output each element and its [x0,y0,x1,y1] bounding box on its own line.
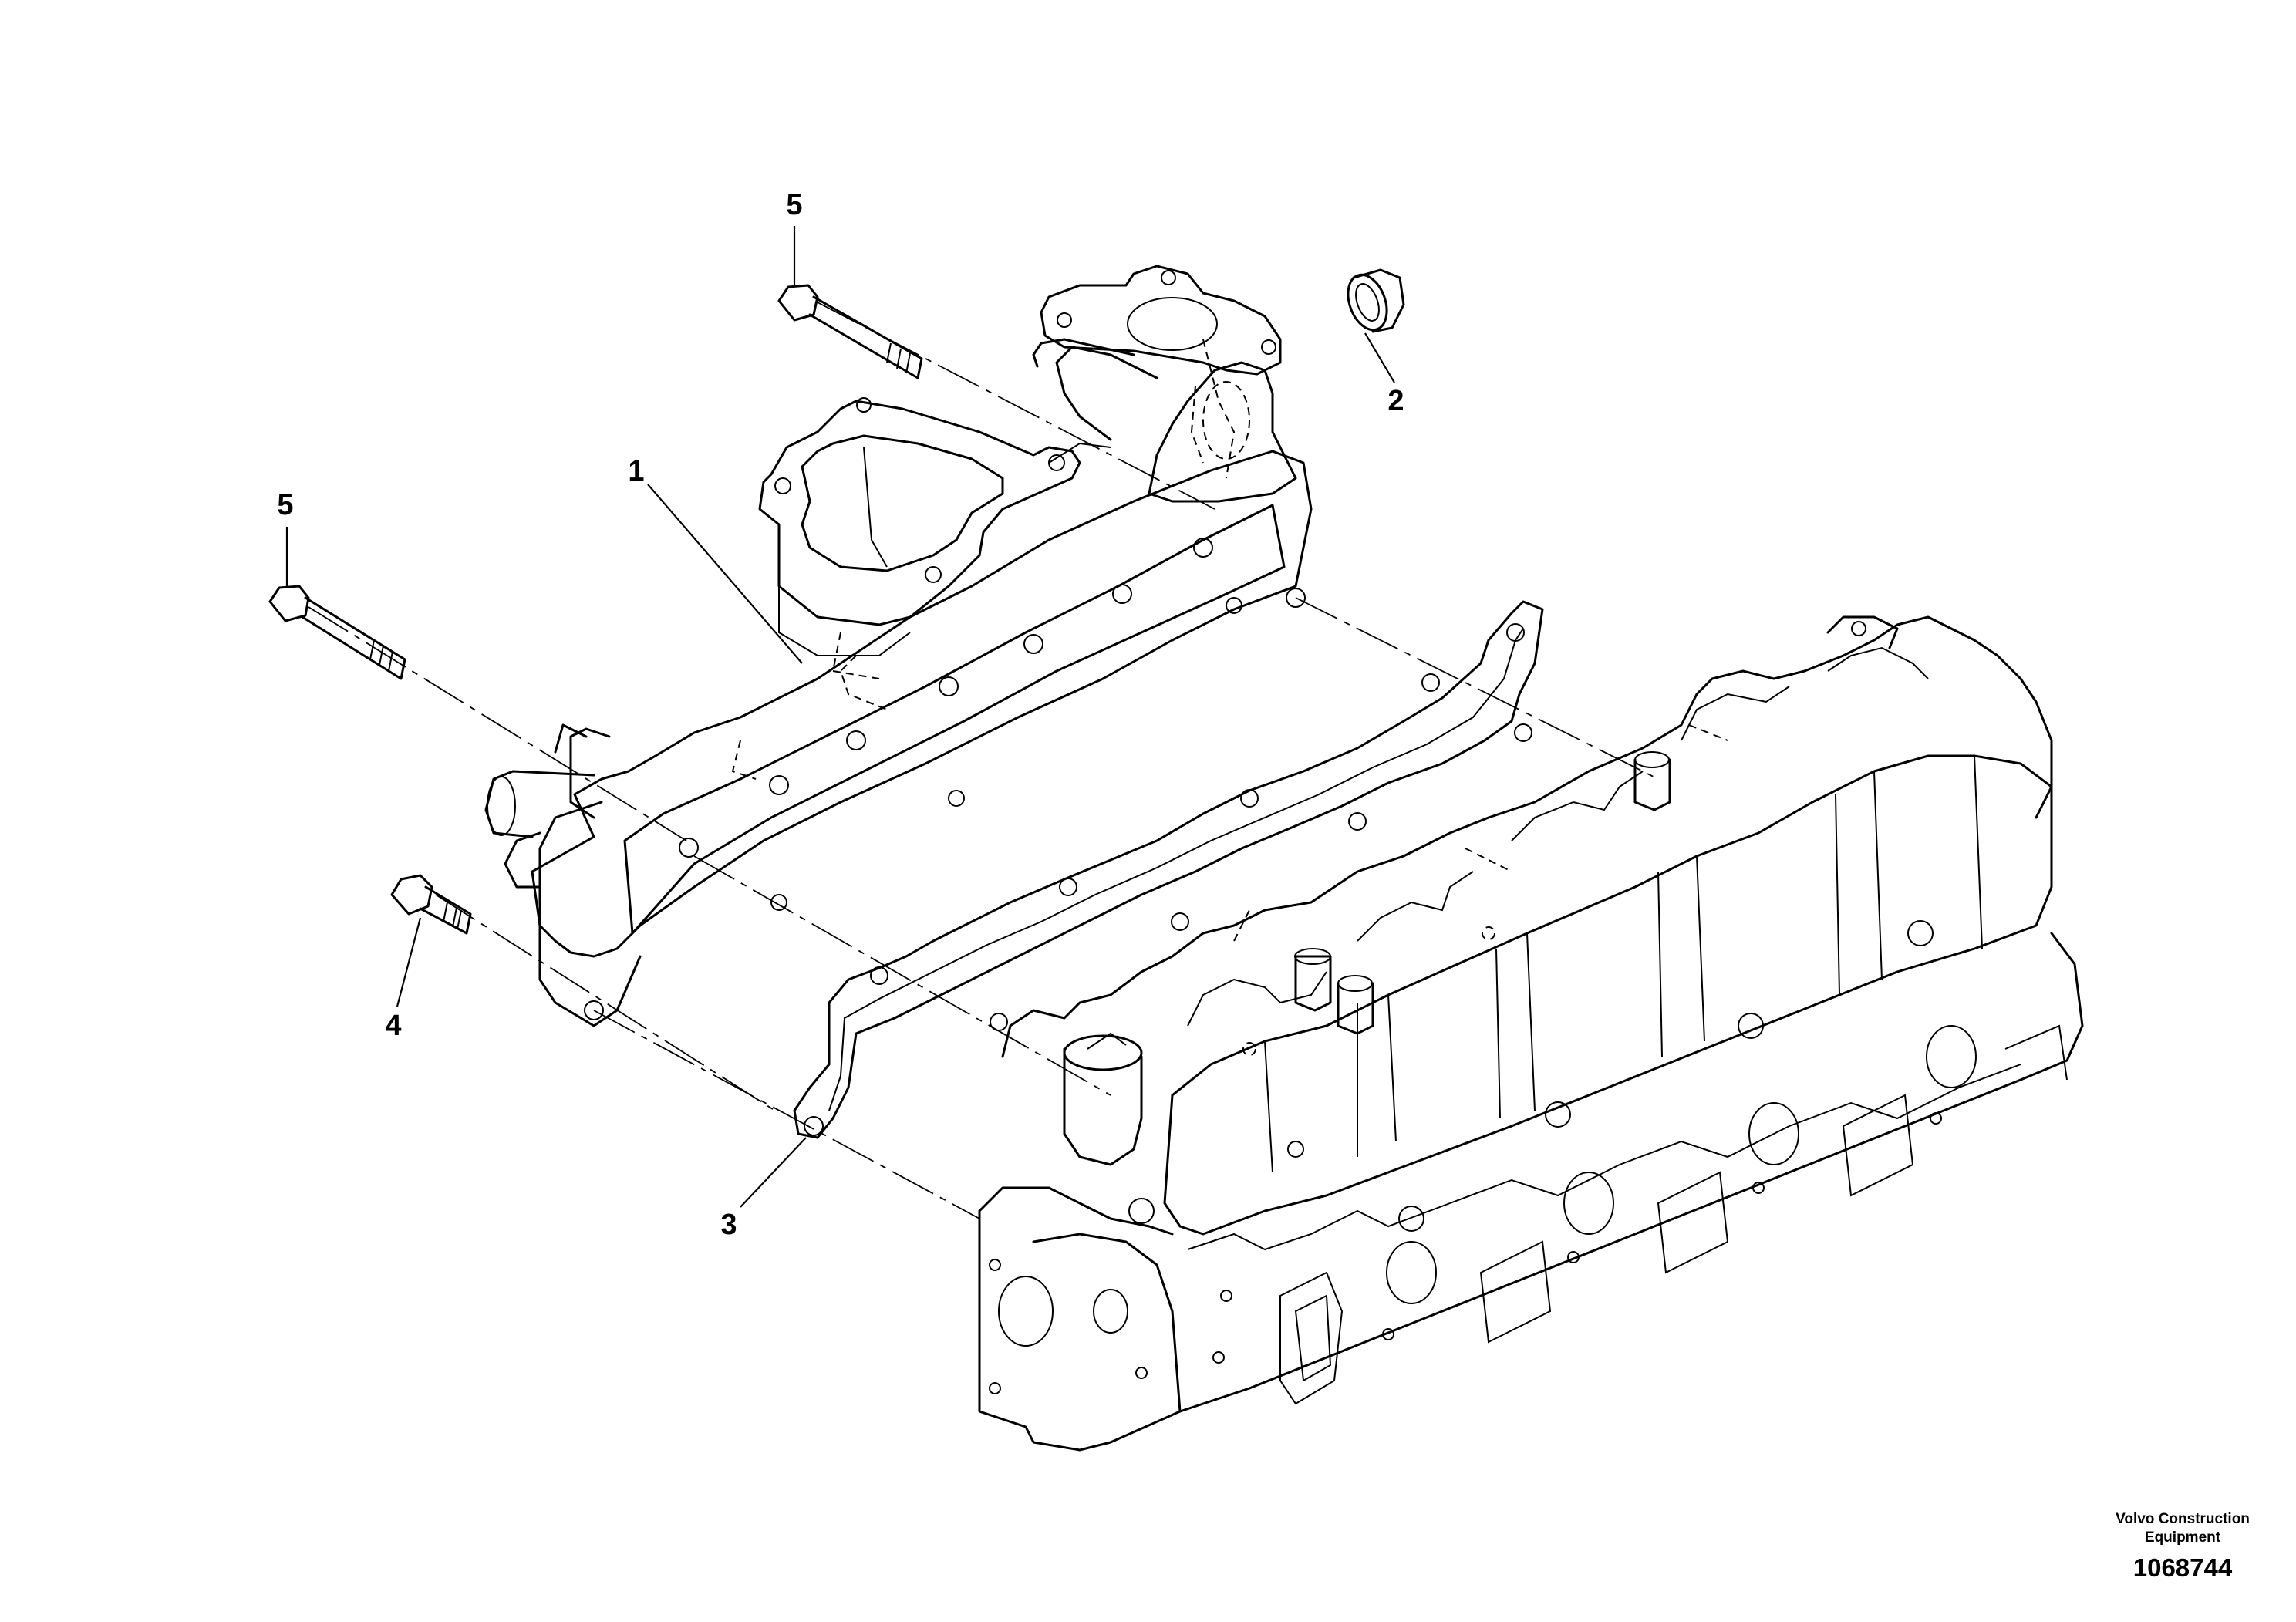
leader-lines [285,226,1395,1208]
leader-3 [740,1137,807,1208]
callout-5-left: 5 [277,489,293,521]
callout-2: 2 [1387,385,1404,417]
callouts: 1 2 3 4 5 5 [277,189,1404,1241]
callout-5-top: 5 [786,189,802,221]
callout-1: 1 [628,455,644,487]
callout-3: 3 [720,1209,737,1241]
leader-2 [1364,332,1395,383]
assembly-axes [308,302,1659,1219]
document-number: 1068744 [2132,1553,2233,1582]
short-bolt-part-4 [390,874,472,935]
brand-caption: Volvo Construction Equipment [2082,1510,2283,1547]
leader-4 [396,917,422,1007]
cylinder-head [978,615,2084,1452]
gasket-part-3 [793,600,1544,1139]
long-bolt-left-part-5 [268,585,406,680]
seal-ring-part-2 [1347,268,1405,333]
leader-1 [647,484,803,664]
long-bolt-top-part-5 [777,284,923,379]
manifold-housing-part-1 [484,265,1313,1027]
callout-4: 4 [385,1010,401,1042]
brand-line-1: Volvo Construction [2116,1511,2250,1527]
brand-line-2: Equipment [2144,1529,2221,1546]
